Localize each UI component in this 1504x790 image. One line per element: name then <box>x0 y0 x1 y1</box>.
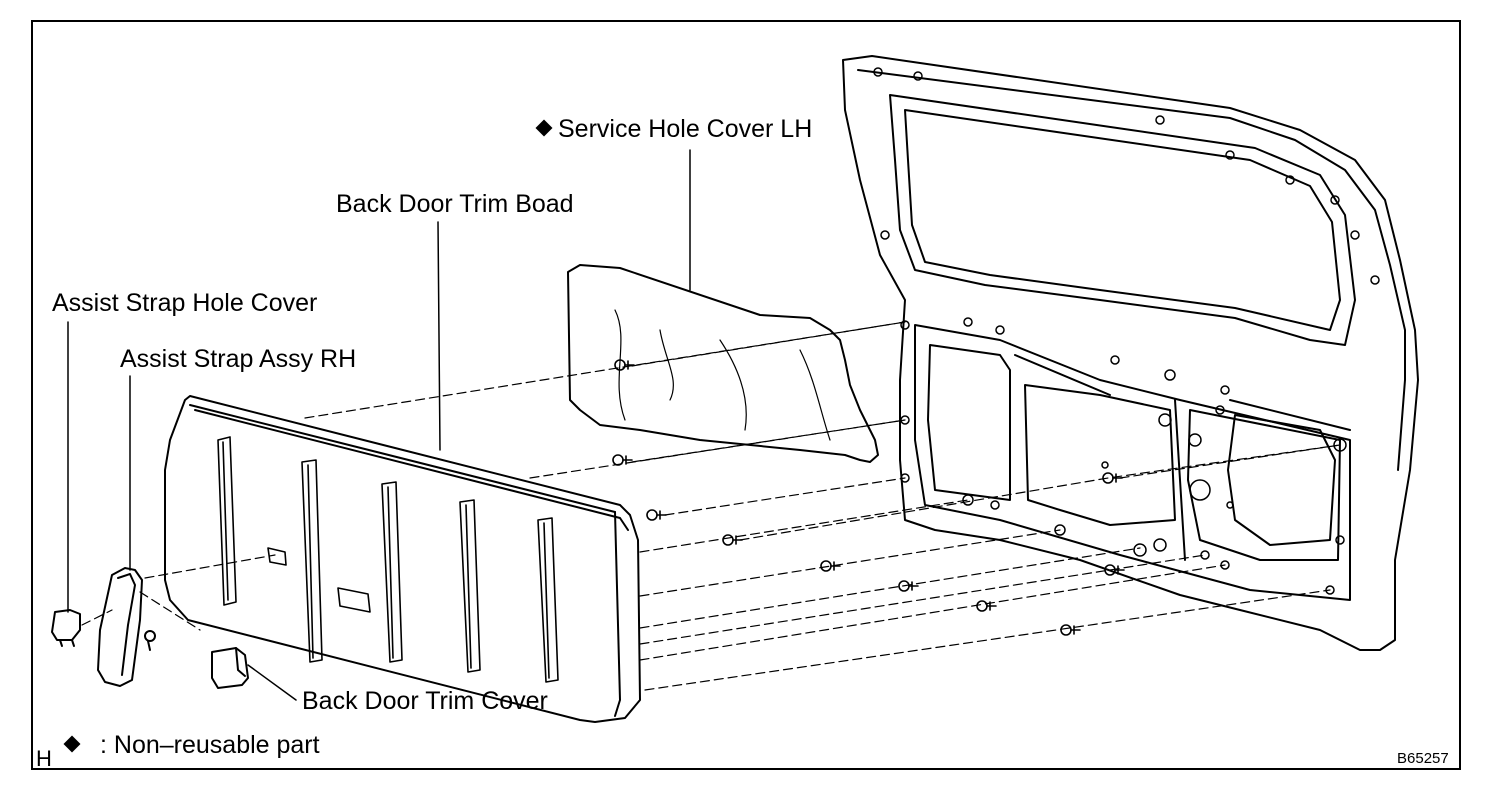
screw-part <box>144 630 156 651</box>
service-hole-cover-text: Service Hole Cover LH <box>558 115 813 143</box>
legend-diamond-icon <box>63 735 81 753</box>
corner-letter: H <box>36 746 52 771</box>
back-door-panel <box>842 55 1419 651</box>
back-door-trim-board-part <box>164 395 641 723</box>
leader-lines <box>67 149 691 701</box>
assembly-lines <box>81 321 1341 691</box>
back-door-trim-cover-part <box>211 647 249 689</box>
assist-strap-part <box>97 567 143 687</box>
assist-strap-assy-label: Assist Strap Assy RH <box>120 345 357 373</box>
diagram-frame <box>31 20 1461 770</box>
assist-strap-hole-cover-part <box>51 609 81 647</box>
assist-strap-hole-cover-label: Assist Strap Hole Cover <box>52 289 318 317</box>
clips <box>612 359 1125 636</box>
non-reusable-diamond-icon <box>535 119 553 137</box>
legend-text: : Non–reusable part <box>100 731 320 759</box>
back-door-trim-board-label: Back Door Trim Boad <box>336 190 574 218</box>
service-hole-cover-part <box>567 264 879 463</box>
back-door-trim-cover-label: Back Door Trim Cover <box>302 687 548 715</box>
legend: : Non–reusable part <box>63 731 320 759</box>
figure-code: B65257 <box>1397 750 1449 767</box>
service-hole-cover-label: Service Hole Cover LH <box>535 115 813 143</box>
